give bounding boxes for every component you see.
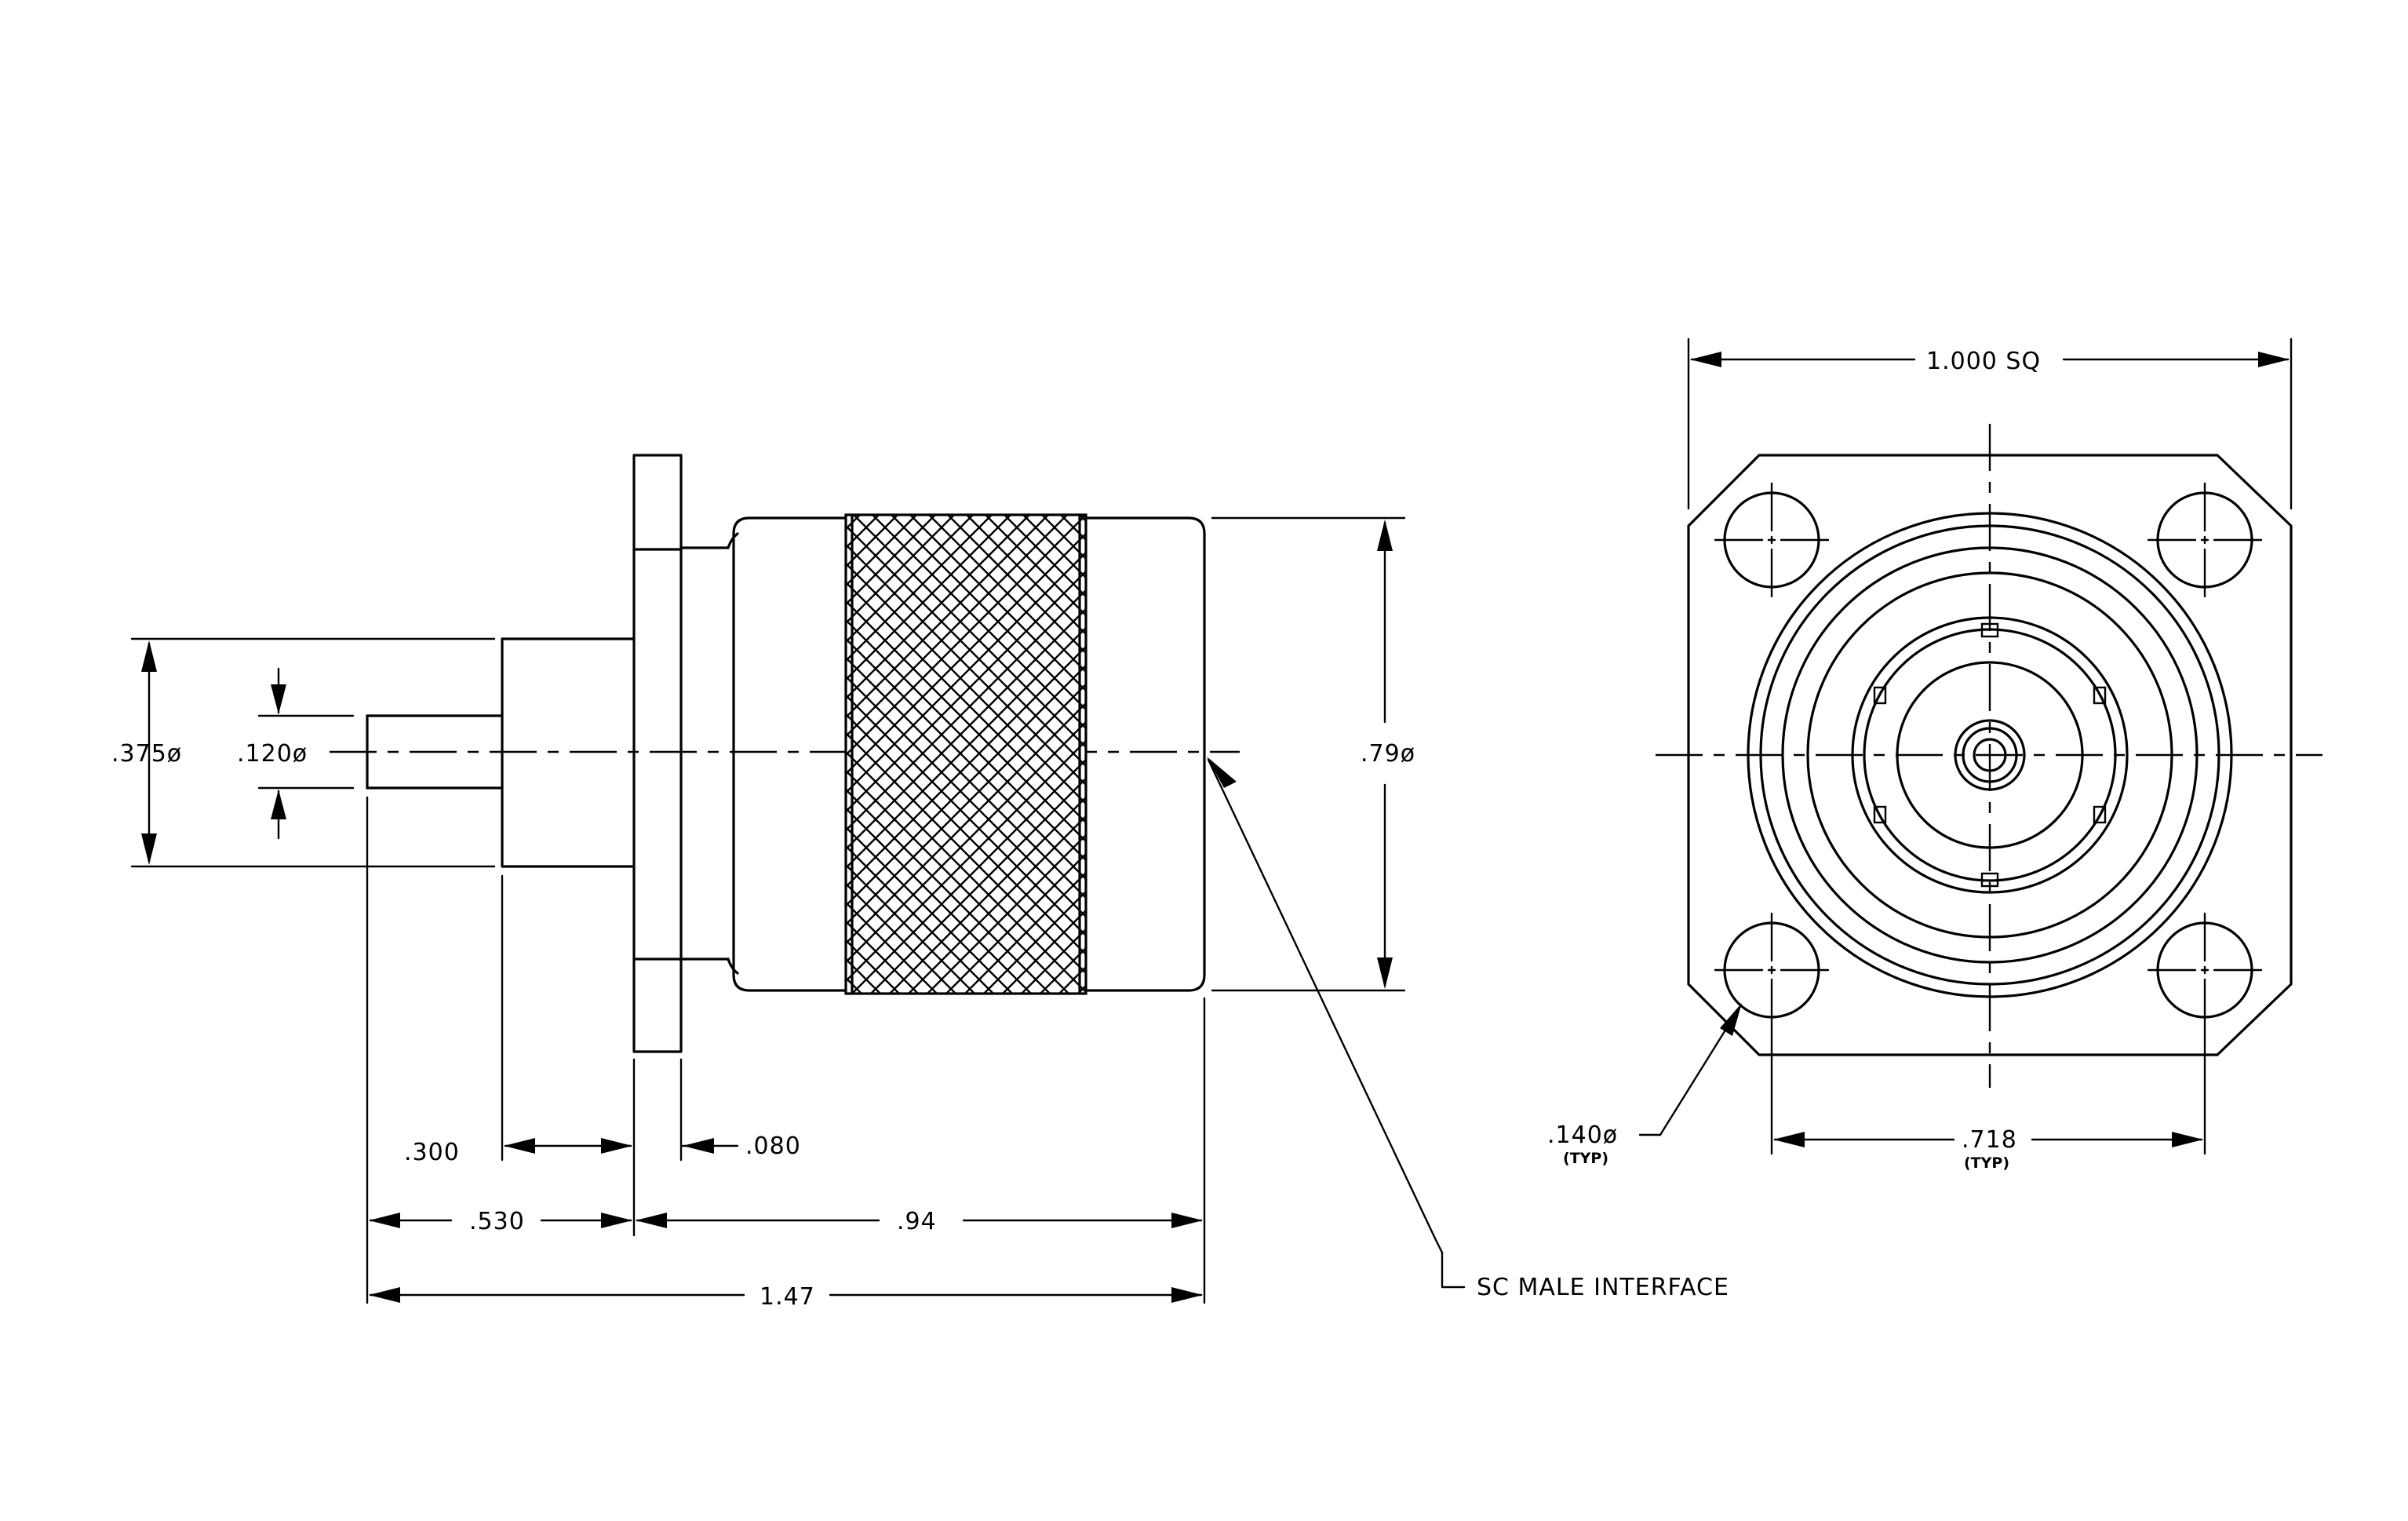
body-outer-ring xyxy=(1747,512,2233,998)
dim-140-label: .140ø xyxy=(1547,1122,1618,1149)
mounting-hole-tr xyxy=(2147,482,2263,598)
center-pin xyxy=(366,714,504,790)
knurled-grip xyxy=(844,513,1087,995)
center-contact-outer xyxy=(1954,719,2026,791)
dim-1000-sq-label: 1.000 SQ xyxy=(1926,348,2041,375)
dim-79 xyxy=(1211,516,1406,992)
dim-79-label: .79ø xyxy=(1361,740,1415,768)
mounting-hole-bl xyxy=(1714,912,1830,1155)
dielectric-face xyxy=(1896,661,2084,849)
dim-120-label: .120ø xyxy=(237,740,308,768)
insulator-body xyxy=(501,637,636,868)
dim-718 xyxy=(1773,1132,2203,1147)
interface-callout-label: SC MALE INTERFACE xyxy=(1477,1274,1729,1301)
coupling-neck xyxy=(679,532,739,975)
interface-ring xyxy=(1851,616,2129,894)
dim-080-label: .080 xyxy=(745,1133,801,1160)
dim-94-label: .94 xyxy=(897,1208,937,1235)
interface-callout-leader xyxy=(1207,757,1466,1289)
dim-140-leader xyxy=(1638,1003,1742,1136)
interface-keys xyxy=(1873,622,2107,888)
dim-300 xyxy=(504,1138,632,1154)
coupling-nut xyxy=(732,516,1206,992)
dim-718-note: (TYP) xyxy=(1964,1154,2009,1172)
dim-080 xyxy=(681,1138,739,1154)
dim-375 xyxy=(130,637,496,868)
dim-1000-sq xyxy=(1687,337,2293,510)
dim-140-note: (TYP) xyxy=(1563,1150,1608,1167)
side-view: .375ø .120ø .79ø xyxy=(111,454,1729,1311)
dim-94 xyxy=(636,1213,1203,1228)
coupling-face xyxy=(1781,546,2199,964)
dim-147 xyxy=(369,1287,1203,1303)
square-flange xyxy=(1687,454,2293,1056)
center-contact xyxy=(1973,738,2007,772)
front-view: 1.000 SQ .718 (TYP) .140ø (TYP) xyxy=(1547,337,2322,1172)
dim-300-label: .300 xyxy=(404,1139,460,1166)
dim-530 xyxy=(369,1213,632,1228)
dim-120 xyxy=(257,667,355,840)
mounting-hole-br xyxy=(2147,912,2263,1155)
dim-718-label: .718 xyxy=(1962,1126,2017,1154)
dim-147-label: 1.47 xyxy=(760,1283,815,1311)
dim-530-label: .530 xyxy=(469,1208,525,1235)
mounting-hole-tl xyxy=(1714,482,1830,598)
dim-375-label: .375ø xyxy=(111,740,182,768)
mounting-flange xyxy=(632,454,683,1053)
